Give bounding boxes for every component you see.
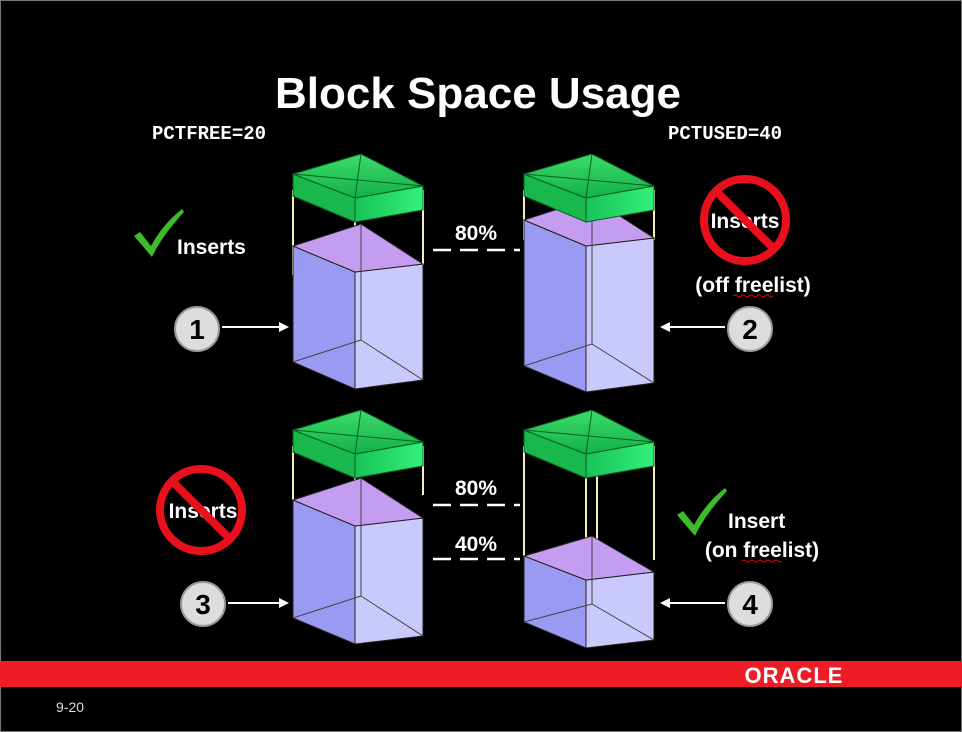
block-1 [291, 153, 425, 390]
arrow-left-icon [660, 322, 670, 332]
spellcheck-underline [741, 559, 783, 563]
arrow-left-icon [660, 598, 670, 608]
status-4: Insert (on freelist) [677, 488, 819, 563]
callout-2: 2 [660, 306, 773, 352]
check-icon [677, 488, 727, 536]
marker-bottom-80: 80% [433, 477, 520, 507]
no-entry-icon [700, 175, 790, 265]
status-4-sub: (on freelist) [705, 539, 819, 562]
status-1-label: Inserts [177, 236, 246, 259]
pctused-label: PCTUSED=40 [668, 123, 782, 145]
status-4-label: Insert [728, 510, 785, 533]
slide-title: Block Space Usage [275, 69, 681, 118]
pct-label-top-80: 80% [455, 222, 497, 245]
marker-bottom-40: 40% [433, 533, 520, 561]
callout-2-number: 2 [742, 314, 758, 345]
no-entry-icon [156, 465, 246, 555]
callout-1-number: 1 [189, 314, 205, 345]
oracle-logo: ORACLE [745, 663, 844, 688]
callout-1: 1 [174, 306, 289, 352]
pctfree-label: PCTFREE=20 [152, 123, 266, 145]
block-2 [522, 153, 656, 393]
pct-label-bottom-80: 80% [455, 477, 497, 500]
marker-top-80: 80% [433, 222, 520, 252]
spellcheck-underline [732, 294, 774, 298]
block-3 [291, 409, 425, 645]
no-entry-slash [713, 188, 777, 252]
status-2-sub: (off freelist) [695, 274, 811, 297]
status-3: Inserts [156, 465, 246, 555]
block-4 [522, 409, 656, 649]
callout-3: 3 [180, 581, 289, 627]
callout-4: 4 [660, 581, 773, 627]
status-2: Inserts (off freelist) [695, 175, 811, 298]
callout-4-number: 4 [742, 589, 758, 620]
pct-label-bottom-40: 40% [455, 533, 497, 556]
status-1: Inserts [134, 209, 246, 259]
arrow-right-icon [279, 598, 289, 608]
arrow-right-icon [279, 322, 289, 332]
check-icon [134, 209, 184, 257]
no-entry-slash [169, 478, 233, 542]
page-number: 9-20 [56, 699, 84, 715]
callout-3-number: 3 [195, 589, 211, 620]
brand-bar: ORACLE [0, 661, 962, 688]
